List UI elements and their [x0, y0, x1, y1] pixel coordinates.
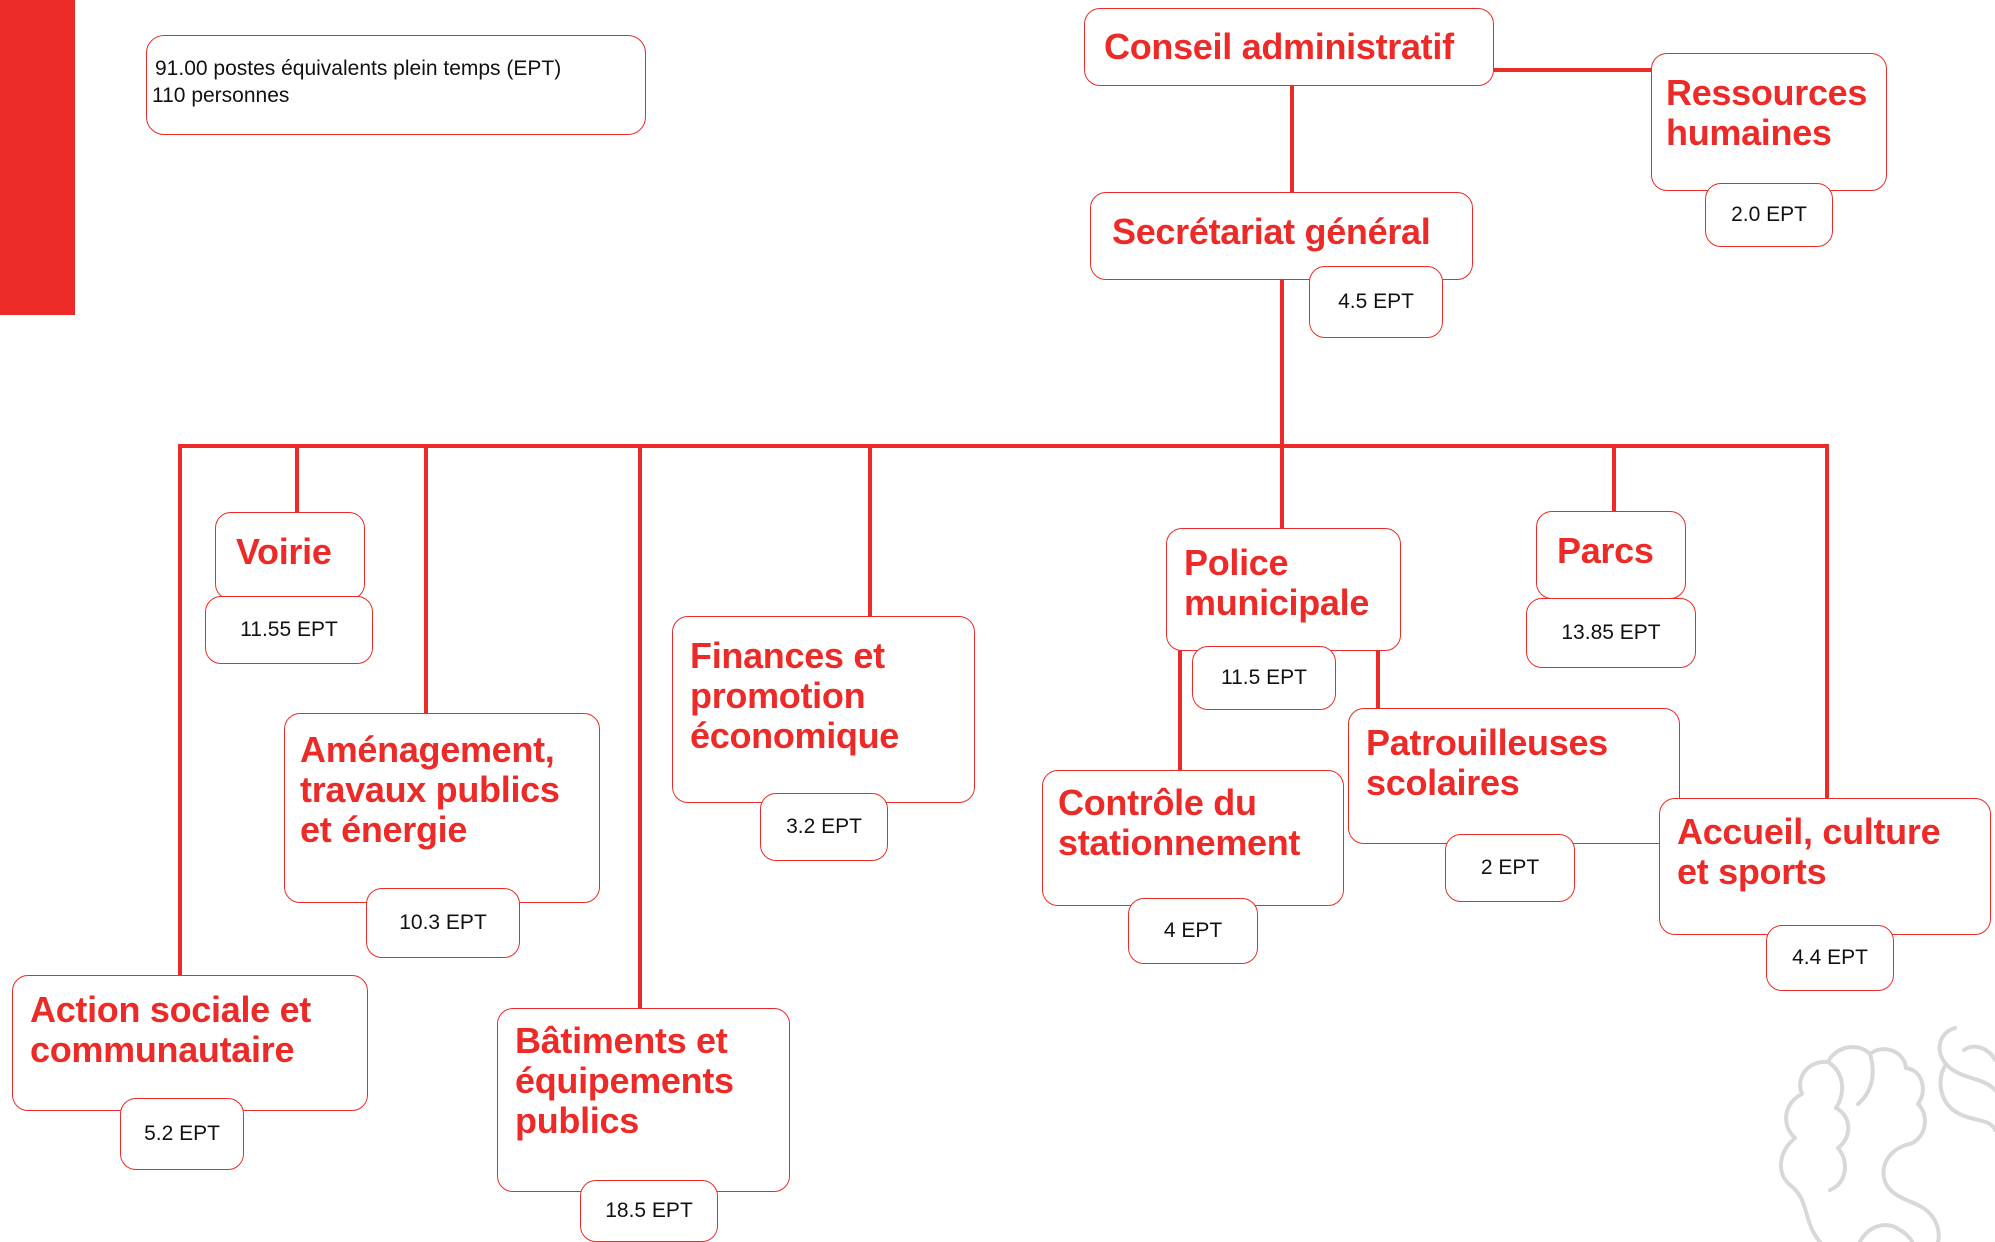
unit-secretariat-general — [1090, 192, 1473, 280]
red-side-bar — [0, 0, 75, 315]
unit-controle-stationnement — [1042, 770, 1344, 906]
ept-badge-batiments: 18.5 EPT — [580, 1180, 718, 1242]
unit-title-amenagement: Aménagement, travaux publics et énergie — [300, 729, 560, 850]
fte-total-text: 91.00 postes équivalents plein temps (EP… — [155, 57, 562, 80]
city-emblem-watermark — [1779, 1026, 1995, 1242]
unit-title-secretariat: Secrétariat général — [1112, 211, 1431, 252]
unit-title-patrouilleuses: Patrouilleuses scolaires — [1366, 722, 1608, 803]
unit-title-finances: Finances et promotion économique — [690, 635, 900, 756]
unit-ressources-humaines — [1651, 53, 1887, 191]
unit-title-voirie: Voirie — [236, 531, 332, 572]
ept-badge-parcs: 13.85 EPT — [1526, 598, 1696, 668]
ept-badge-finances: 3.2 EPT — [760, 793, 888, 861]
unit-title-accueil: Accueil, culture et sports — [1677, 811, 1941, 892]
unit-title-action-sociale: Action sociale et communautaire — [30, 989, 311, 1070]
people-total-text: 110 personnes — [152, 84, 290, 107]
unit-title-controle: Contrôle du stationnement — [1058, 782, 1301, 863]
workforce-summary: 91.00 postes équivalents plein temps (EP… — [146, 35, 646, 135]
unit-finances — [672, 616, 975, 803]
ept-badge-police: 11.5 EPT — [1192, 646, 1336, 710]
ept-badge-secretariat: 4.5 EPT — [1309, 266, 1443, 338]
unit-amenagement — [284, 713, 600, 903]
ept-badge-voirie: 11.55 EPT — [205, 596, 373, 664]
unit-accueil-culture-sports — [1659, 798, 1991, 935]
unit-title-parcs: Parcs — [1557, 530, 1654, 571]
unit-voirie — [215, 512, 365, 600]
ept-badge-accueil: 4.4 EPT — [1766, 925, 1894, 991]
unit-title-rh: Ressources humaines — [1666, 72, 1868, 153]
unit-action-sociale — [12, 975, 368, 1111]
ept-badge-controle: 4 EPT — [1128, 898, 1258, 964]
unit-title-batiments: Bâtiments et équipements publics — [515, 1020, 734, 1141]
ept-badge-patrouilleuses: 2 EPT — [1445, 834, 1575, 902]
ept-badge-rh: 2.0 EPT — [1705, 183, 1833, 247]
unit-conseil-administratif — [1084, 8, 1494, 86]
unit-parcs — [1536, 511, 1686, 599]
unit-title-conseil: Conseil administratif — [1104, 26, 1454, 67]
ept-badge-amenagement: 10.3 EPT — [366, 888, 520, 958]
unit-police-municipale — [1166, 528, 1401, 651]
unit-title-police: Police municipale — [1184, 542, 1370, 623]
ept-badge-action-sociale: 5.2 EPT — [120, 1098, 244, 1170]
